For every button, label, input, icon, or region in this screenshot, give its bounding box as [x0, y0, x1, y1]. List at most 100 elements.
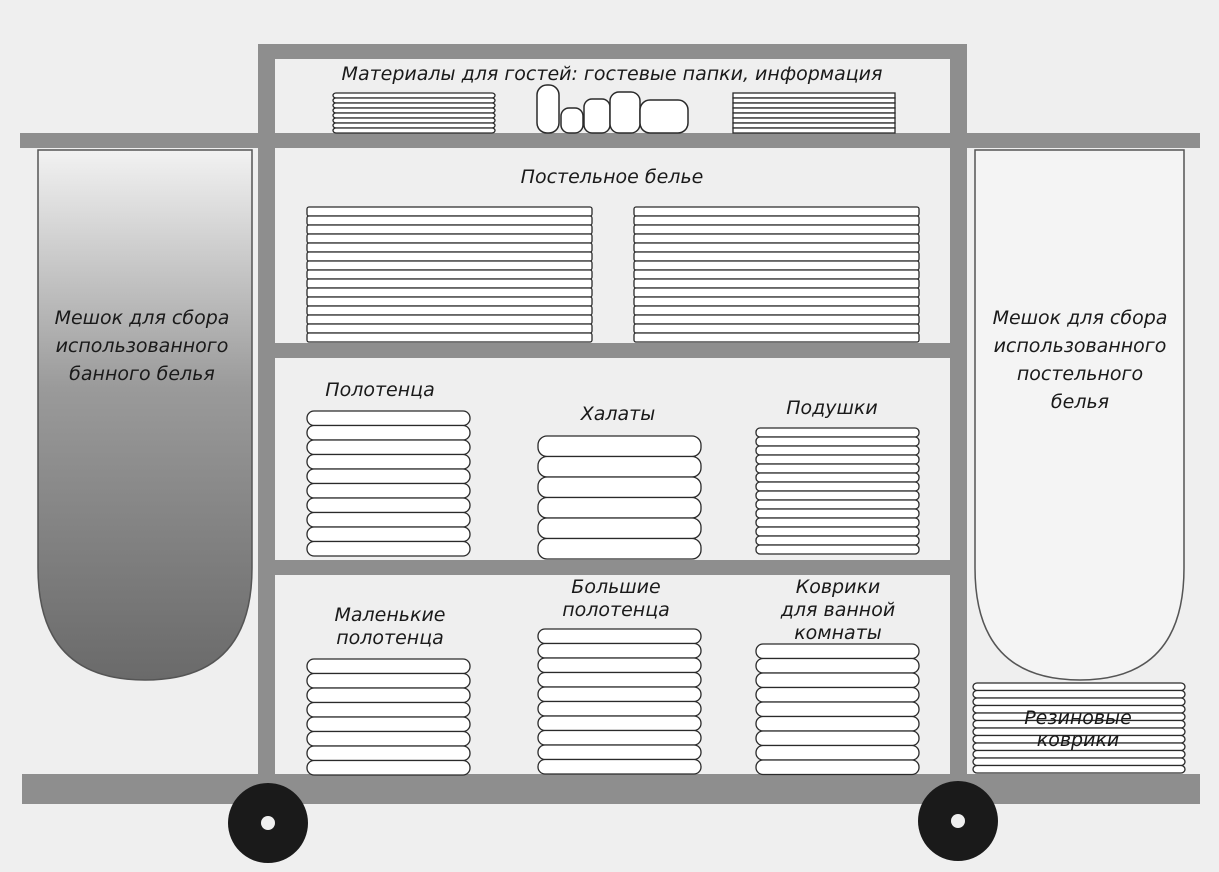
towels-label: Полотенца [325, 379, 434, 401]
linen-layer [306, 215, 593, 226]
cart-base [22, 774, 1200, 804]
rubber-mats-label-line1: Резиновые [1024, 707, 1132, 729]
linen-layer [306, 314, 593, 325]
linen-layer [306, 269, 593, 280]
guest-folders-stack [332, 92, 496, 134]
pillows-label: Подушки [786, 397, 878, 419]
robe-layer [537, 517, 702, 540]
linen-layer [633, 314, 920, 325]
rubber-mats-label-line2: коврики [1037, 729, 1120, 751]
bed-bag-label-line3: постельного [1017, 363, 1143, 385]
big-towel-layer [537, 729, 702, 746]
bath-mat-layer [755, 715, 920, 732]
folder-layer [732, 107, 896, 114]
linen-layer [633, 296, 920, 307]
linen-layer [306, 260, 593, 271]
linen-layer [633, 305, 920, 316]
frame-right-post [950, 44, 967, 784]
folder-layer [732, 112, 896, 119]
amenity-bottles [536, 84, 689, 134]
small-towel-layer [306, 759, 471, 776]
bath-mats-label-line2: для ванной [780, 599, 895, 621]
linen-layer [633, 287, 920, 298]
bath-mat-layer [755, 643, 920, 660]
pillow-layer [755, 508, 920, 519]
linen-layer [306, 278, 593, 289]
small-towels-label-line2: полотенца [336, 627, 444, 649]
bath-mat-layer [755, 759, 920, 776]
robe-layer [537, 435, 702, 458]
linen-layer [633, 242, 920, 253]
pillows-stack [755, 427, 920, 555]
small-towel-layer [306, 672, 471, 689]
bath-mat-layer [755, 657, 920, 674]
robes-label: Халаты [580, 403, 656, 425]
bath-mats-label-line1: Коврики [796, 576, 881, 598]
folder-layer [732, 92, 896, 99]
shelf-3 [258, 560, 966, 575]
folder-layer [332, 122, 496, 129]
pillow-layer [755, 454, 920, 465]
bed-linen-stack-left [306, 206, 593, 343]
folder-layer [332, 92, 496, 99]
linen-layer [633, 206, 920, 217]
small-towel-layer [306, 745, 471, 762]
folder-layer [732, 122, 896, 129]
hanger-bar [20, 133, 1200, 148]
bed-bag-label-line1: Мешок для сбора [993, 307, 1168, 329]
small-towel-layer [306, 687, 471, 704]
rubber-mat-layer [972, 697, 1186, 707]
folder-layer [332, 97, 496, 104]
folder-layer [332, 112, 496, 119]
linen-layer [306, 296, 593, 307]
linen-layer [633, 233, 920, 244]
rubber-mat-layer [972, 757, 1186, 767]
bath-mats-stack [755, 643, 920, 776]
bed-linen-label: Постельное белье [521, 166, 704, 188]
pillow-layer [755, 481, 920, 492]
cart-frame [20, 44, 1200, 804]
rubber-mat-layer [972, 764, 1186, 774]
towel-layer [306, 526, 471, 543]
pillow-layer [755, 517, 920, 528]
small-towel-layer [306, 701, 471, 718]
pillow-layer [755, 427, 920, 438]
towel-layer [306, 540, 471, 557]
small-towel-layer [306, 716, 471, 733]
frame-top-bar [258, 44, 966, 59]
folder-layer [332, 117, 496, 124]
towel-layer [306, 497, 471, 514]
bath-bag-label-line1: Мешок для сбора [55, 307, 230, 329]
big-towel-layer [537, 758, 702, 775]
frame-left-post [258, 44, 275, 784]
bath-mat-layer [755, 672, 920, 689]
bath-bag-label-line2: использованного [56, 335, 229, 357]
linen-layer [306, 251, 593, 262]
linen-layer [633, 269, 920, 280]
bath-mat-layer [755, 686, 920, 703]
pillow-layer [755, 526, 920, 537]
bath-linen-bag [37, 149, 253, 681]
rubber-mat-layer [972, 682, 1186, 692]
bath-mats-label-line3: комнаты [794, 622, 882, 644]
big-towel-layer [537, 642, 702, 659]
small-towels-stack [306, 658, 471, 776]
folder-layer [732, 127, 896, 134]
pillow-layer [755, 499, 920, 510]
bed-linen-bag [974, 149, 1185, 681]
linen-layer [306, 332, 593, 343]
robe-layer [537, 537, 702, 560]
big-towel-layer [537, 686, 702, 703]
robe-layer [537, 496, 702, 519]
pillow-layer [755, 544, 920, 555]
info-folders-stack [732, 92, 896, 134]
linen-layer [306, 206, 593, 217]
towel-layer [306, 482, 471, 499]
robe-layer [537, 455, 702, 478]
linen-layer [306, 305, 593, 316]
pillow-layer [755, 472, 920, 483]
folder-layer [332, 107, 496, 114]
big-towel-layer [537, 657, 702, 674]
bath-mat-layer [755, 730, 920, 747]
